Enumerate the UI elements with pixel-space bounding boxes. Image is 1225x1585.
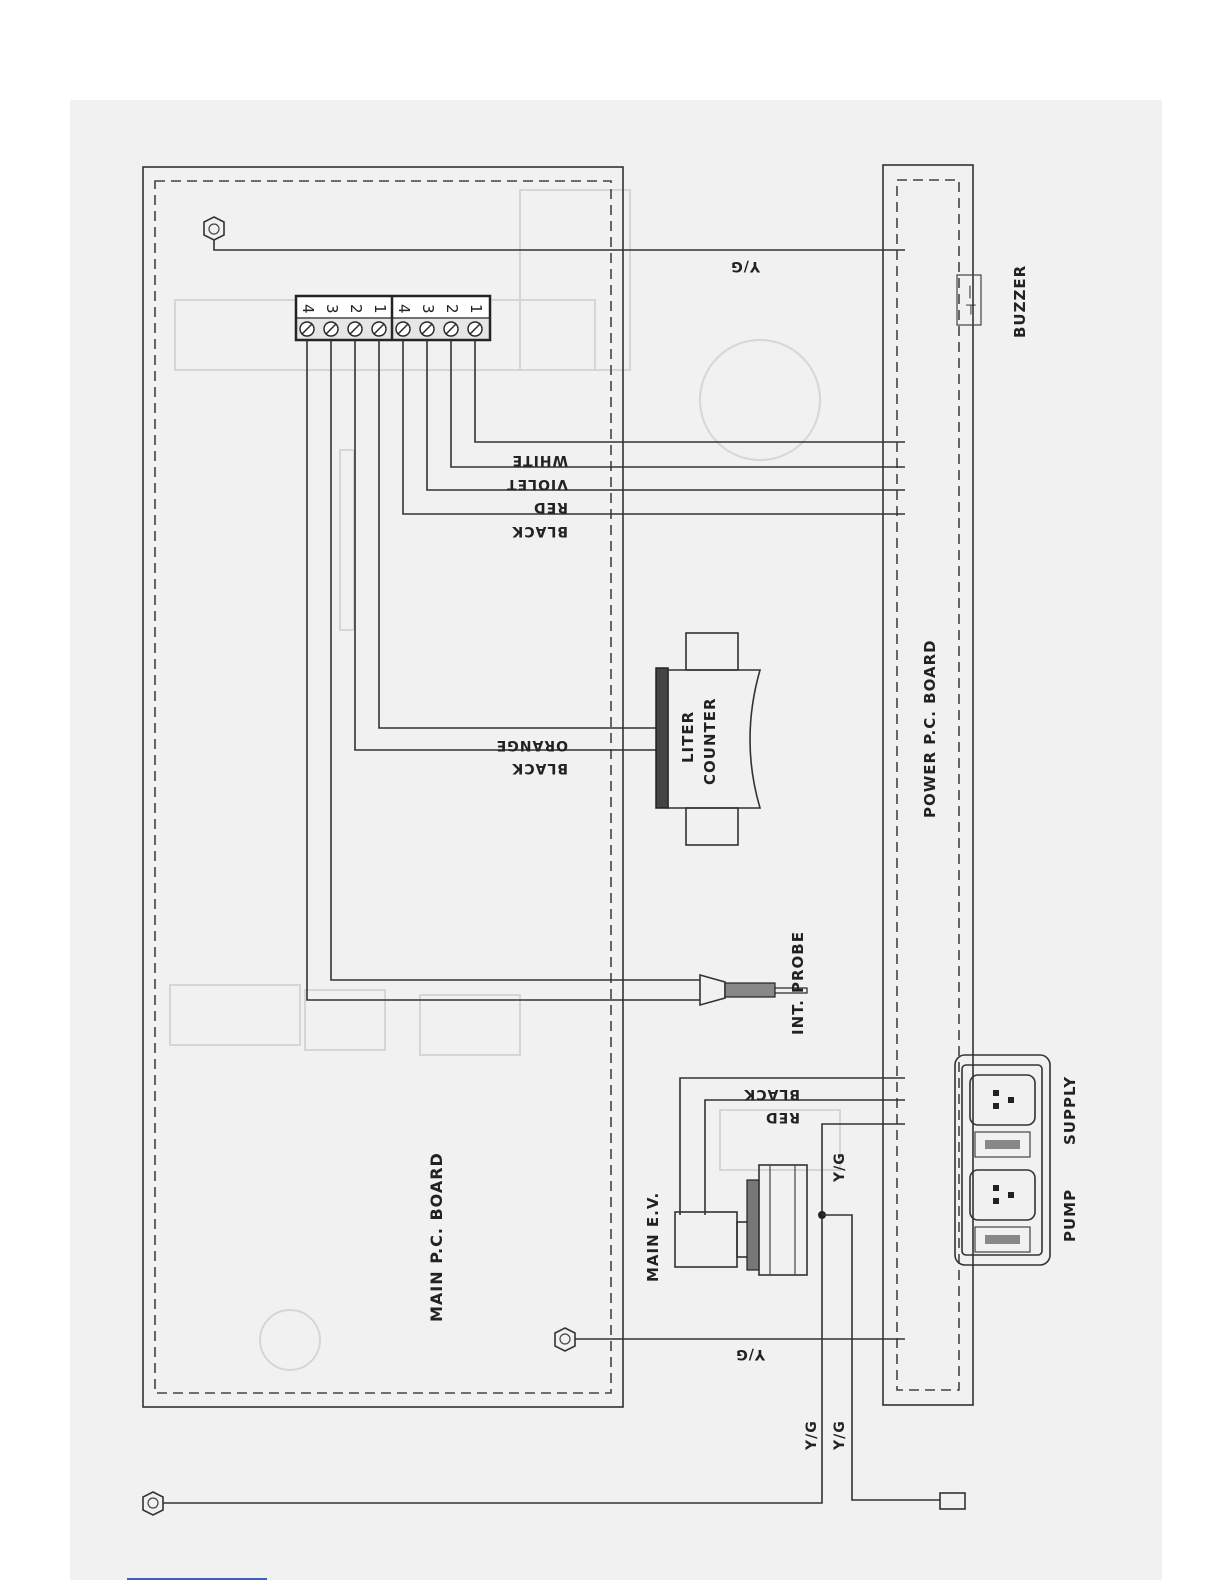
- terminal-right-2: 2: [443, 304, 461, 314]
- terminal-right-3: 3: [419, 304, 437, 314]
- label-buzzer: BUZZER: [1011, 265, 1029, 338]
- label-ev-red: RED: [765, 1109, 800, 1125]
- label-int-probe: INT. PROBE: [789, 931, 807, 1035]
- label-wire-violet: VIOLET: [506, 476, 568, 492]
- label-wire-red: RED: [533, 499, 568, 515]
- footer-link-underline[interactable]: [127, 1578, 267, 1580]
- label-pump: PUMP: [1061, 1189, 1079, 1242]
- liter-counter-line1: LITER: [679, 711, 697, 763]
- label-ev-yg: Y/G: [832, 1152, 848, 1183]
- label-ev-black: BLACK: [743, 1086, 800, 1102]
- buzzer-symbol: — ⊢: [962, 285, 978, 316]
- label-wire-black-power: BLACK: [511, 523, 568, 539]
- label-yg-top: Y/G: [730, 258, 761, 274]
- label-wire-black-counter: BLACK: [511, 760, 568, 776]
- liter-counter-line2: COUNTER: [701, 697, 719, 785]
- terminal-right-1: 1: [467, 304, 485, 314]
- label-main-board: MAIN P.C. BOARD: [427, 1152, 446, 1322]
- terminal-left-1: 1: [371, 304, 389, 314]
- label-yg-ground2: Y/G: [832, 1420, 848, 1451]
- label-yg-ground1: Y/G: [804, 1420, 820, 1451]
- label-power-board: POWER P.C. BOARD: [921, 639, 939, 818]
- label-wire-orange: ORANGE: [496, 737, 568, 753]
- terminal-left-3: 3: [323, 304, 341, 314]
- terminal-right-4: 4: [395, 304, 413, 314]
- label-main-ev: MAIN E.V.: [644, 1192, 662, 1282]
- label-supply: SUPPLY: [1061, 1076, 1079, 1145]
- terminal-left-4: 4: [299, 304, 317, 314]
- label-wire-white: WHITE: [512, 452, 568, 468]
- terminal-left-2: 2: [347, 304, 365, 314]
- label-yg-bottom: Y/G: [735, 1346, 766, 1362]
- paper-background: [70, 100, 1162, 1580]
